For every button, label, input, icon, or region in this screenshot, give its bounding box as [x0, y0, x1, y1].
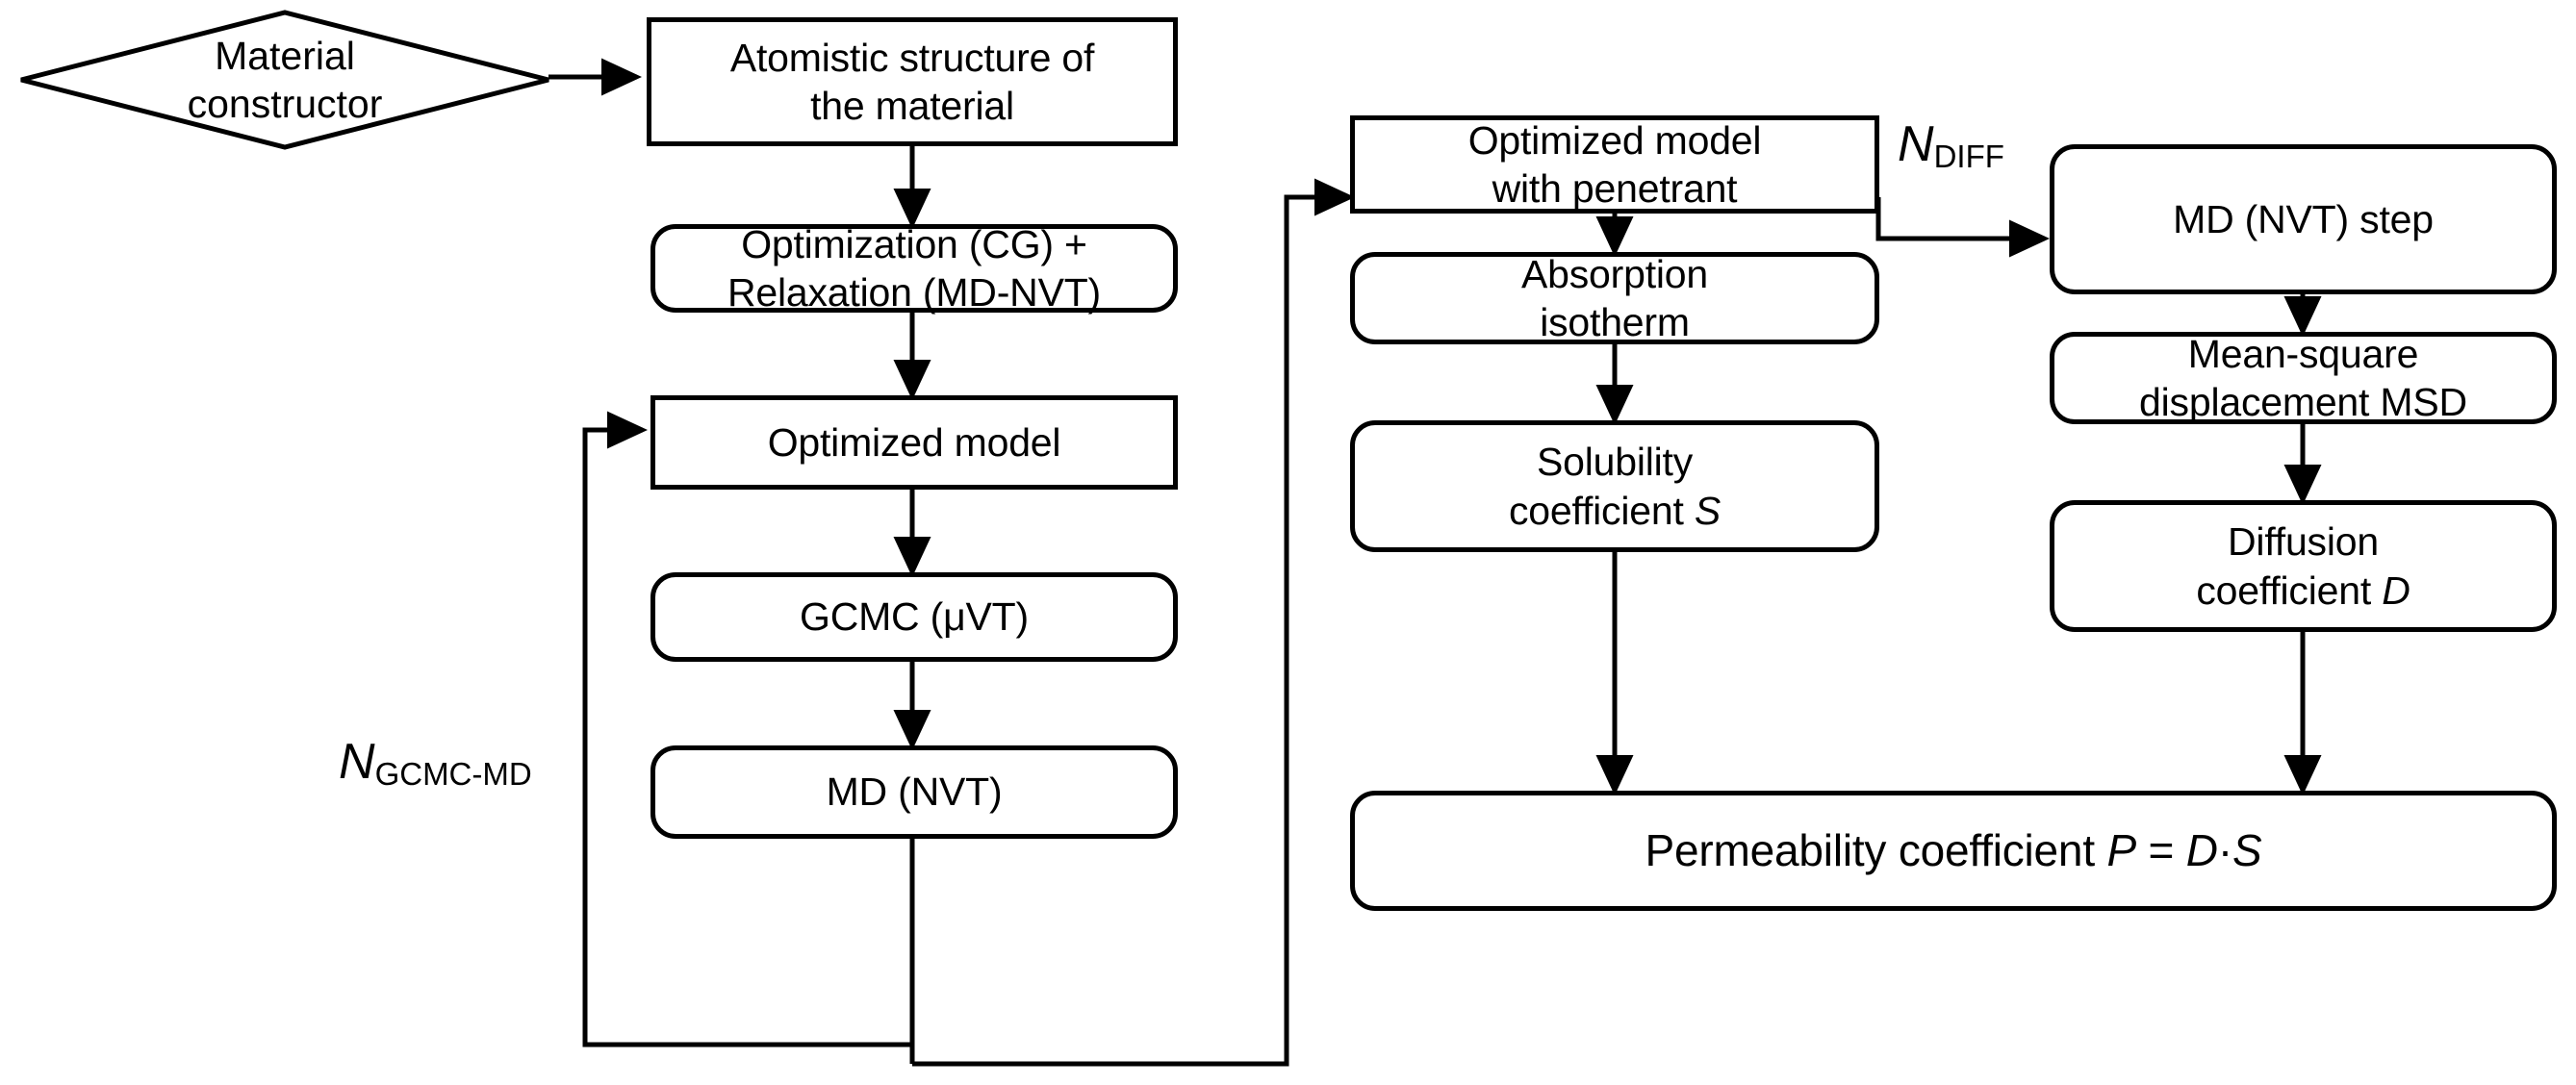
permeability-symbol-p: P — [2106, 825, 2136, 876]
node-solubility-coefficient[interactable]: Solubility coefficient S — [1350, 420, 1879, 552]
node-absorption-isotherm[interactable]: Absorption isotherm — [1350, 252, 1879, 344]
diffusion-symbol: D — [2382, 568, 2410, 613]
node-label: Optimized model — [767, 419, 1061, 465]
node-label: Optimization (CG) + Relaxation (MD-NVT) — [727, 221, 1102, 315]
node-label: Material constructor — [187, 33, 383, 126]
diamond-shape — [20, 10, 549, 150]
loop-label-subscript: GCMC-MD — [374, 756, 532, 792]
loop-label-subscript: DIFF — [1933, 139, 2004, 174]
loop-label-gcmc-md: NGCMC-MD — [339, 733, 532, 792]
node-md-nvt-step[interactable]: MD (NVT) step — [2050, 144, 2557, 294]
node-label: Permeability coefficient P = D·S — [1365, 823, 2542, 877]
node-md-nvt[interactable]: MD (NVT) — [650, 745, 1178, 839]
node-atomistic-structure[interactable]: Atomistic structure of the material — [647, 17, 1178, 146]
permeability-equals: = — [2135, 825, 2186, 876]
node-label: Optimized model with penetrant — [1467, 117, 1762, 211]
permeability-dot: · — [2217, 825, 2232, 876]
node-label: Absorption isotherm — [1520, 251, 1708, 344]
node-optimization-relaxation[interactable]: Optimization (CG) + Relaxation (MD-NVT) — [650, 222, 1178, 315]
edge-penetrant-to-mdstep — [1875, 197, 2050, 258]
edge-feedback-gcmc-md — [582, 411, 912, 1047]
node-material-constructor[interactable]: Material constructor — [17, 8, 552, 152]
node-optimized-model[interactable]: Optimized model — [650, 395, 1178, 490]
node-gcmc[interactable]: GCMC (μVT) — [650, 572, 1178, 662]
node-label: Diffusion coefficient D — [2064, 517, 2542, 614]
node-permeability-coefficient[interactable]: Permeability coefficient P = D·S — [1350, 791, 2557, 911]
solubility-symbol: S — [1694, 488, 1721, 533]
node-label: Mean-square displacement MSD — [2139, 331, 2467, 424]
loop-label-diff: NDIFF — [1898, 115, 2004, 174]
permeability-symbol-d: D — [2185, 825, 2218, 876]
node-label: Atomistic structure of the material — [729, 35, 1095, 128]
node-optimized-model-with-penetrant[interactable]: Optimized model with penetrant — [1350, 115, 1879, 214]
node-mean-square-displacement[interactable]: Mean-square displacement MSD — [2050, 332, 2557, 424]
node-label-text: Solubility coefficient — [1508, 440, 1694, 533]
loop-label-base: N — [1898, 116, 1934, 172]
node-diffusion-coefficient[interactable]: Diffusion coefficient D — [2050, 500, 2557, 632]
node-label: Solubility coefficient S — [1365, 438, 1865, 534]
node-label: MD (NVT) step — [2173, 196, 2434, 241]
permeability-label-text: Permeability coefficient — [1645, 825, 2107, 876]
node-label-text: Diffusion coefficient — [2196, 519, 2379, 613]
loop-label-base: N — [339, 734, 375, 790]
node-label: GCMC (μVT) — [800, 594, 1029, 640]
node-label: MD (NVT) — [826, 770, 1003, 815]
permeability-symbol-s: S — [2232, 825, 2262, 876]
